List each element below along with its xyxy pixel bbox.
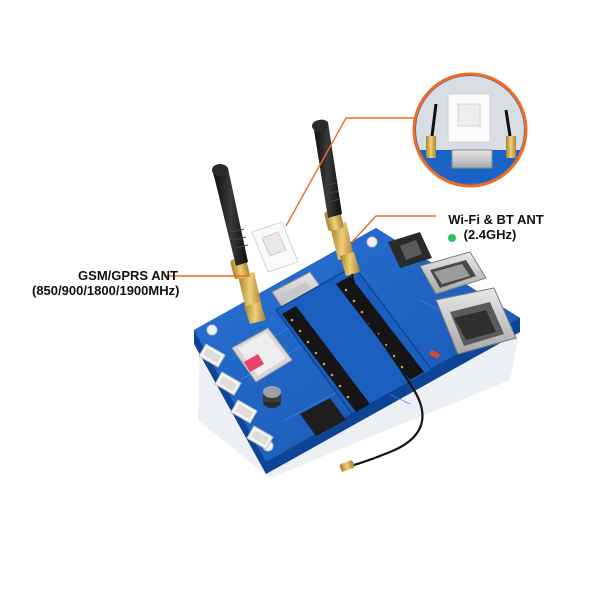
wifi-antenna-band: (2.4GHz) — [463, 227, 517, 242]
callout-lines — [164, 117, 436, 277]
wifi-antenna-label: Wi-Fi & BT ANT (2.4GHz) — [430, 212, 550, 242]
zoom-ring — [412, 72, 528, 188]
gsm-module — [231, 327, 293, 383]
gsm-antenna-label: GSM/GPRS ANT (850/900/1800/1900MHz) — [32, 268, 198, 298]
gsm-antenna — [212, 164, 266, 324]
capacitor — [263, 386, 281, 408]
wifi-antenna — [312, 119, 360, 276]
led — [429, 349, 441, 360]
sim-card-icon — [251, 221, 299, 273]
ipex-connector — [339, 460, 355, 472]
gsm-antenna-bands: (850/900/1800/1900MHz) — [32, 283, 180, 298]
module-logo — [244, 354, 264, 372]
usb-port — [419, 251, 487, 295]
grove-connectors — [198, 343, 274, 450]
gsm-antenna-title: GSM/GPRS ANT — [78, 268, 178, 283]
zoom-inset — [412, 72, 528, 188]
ethernet-port — [435, 287, 517, 355]
power-switch — [388, 232, 456, 268]
pigtail-cable — [349, 273, 424, 468]
zoom-callout-line — [285, 117, 416, 227]
wifi-antenna-title: Wi-Fi & BT ANT — [448, 212, 544, 227]
esp32-devboard — [275, 265, 433, 415]
wifi-callout-line — [351, 215, 436, 243]
regulator-chip — [300, 398, 346, 436]
